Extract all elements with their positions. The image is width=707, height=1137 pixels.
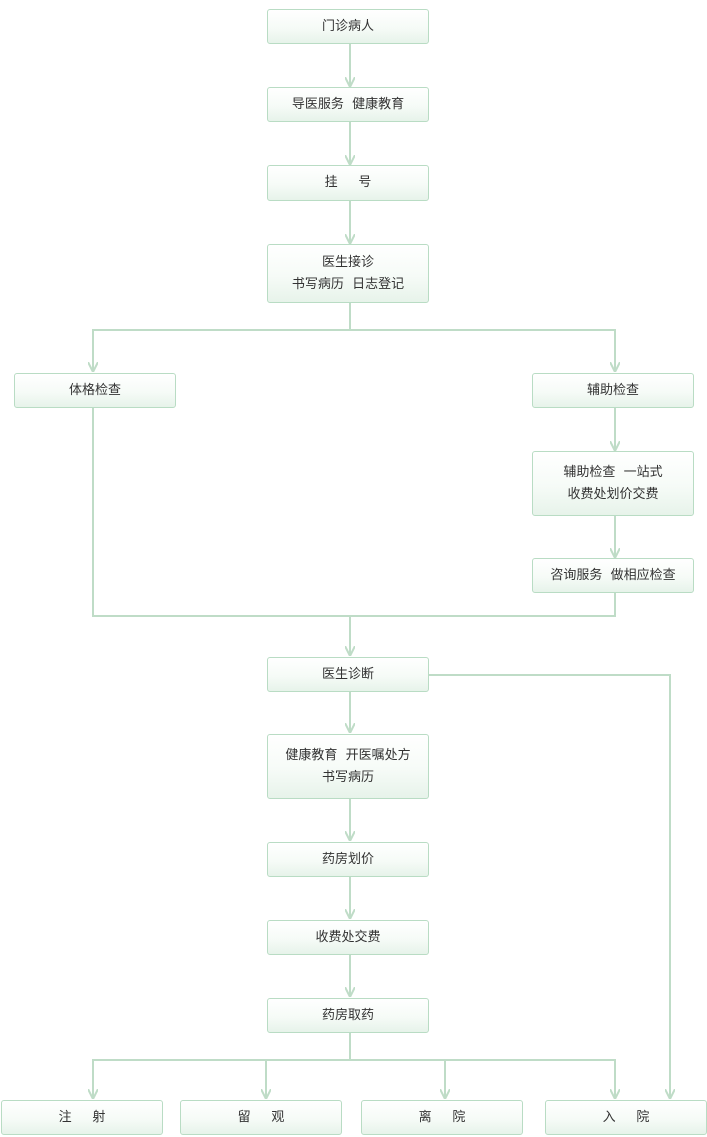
connector-diagnosis-admission: [429, 674, 670, 1097]
node-consult-service-label: 咨询服务 做相应检查: [550, 567, 676, 583]
connector-pickup-discharge-right: [350, 1059, 445, 1097]
connector-physical-merge: [92, 408, 616, 617]
node-discharge-label: 离 院: [418, 1109, 466, 1125]
node-outpatient-label: 门诊病人: [321, 18, 374, 34]
node-guide-service: 导医服务 健康教育: [267, 87, 429, 122]
node-aux-one-stop-line1: 辅助检查 一站式: [563, 464, 663, 480]
node-prescribe: 健康教育 开医嘱处方 书写病历: [267, 734, 429, 799]
node-aux-exam: 辅助检查: [532, 373, 694, 408]
node-cashier: 收费处交费: [267, 920, 429, 955]
node-doctor-visit-line2: 书写病历 日志登记: [291, 276, 405, 292]
node-prescribe-line2: 书写病历: [321, 769, 374, 785]
connector-pickup-injection: [93, 1033, 351, 1097]
node-observation-label: 留 观: [237, 1109, 285, 1125]
connector-visit-aux: [350, 329, 615, 370]
node-consult-service: 咨询服务 做相应检查: [532, 558, 694, 593]
connector-pickup-admission: [445, 1059, 615, 1097]
node-observation: 留 观: [180, 1100, 342, 1135]
node-admission-label: 入 院: [602, 1109, 650, 1125]
node-physical-exam-label: 体格检查: [68, 382, 121, 398]
node-prescribe-line1: 健康教育 开医嘱处方: [285, 747, 411, 763]
node-registration-label: 挂 号: [324, 175, 372, 190]
node-outpatient: 门诊病人: [267, 9, 429, 44]
node-pharmacy-pricing-label: 药房划价: [321, 851, 374, 867]
node-aux-one-stop: 辅助检查 一站式 收费处划价交费: [532, 451, 694, 516]
node-diagnosis: 医生诊断: [267, 657, 429, 692]
node-cashier-label: 收费处交费: [315, 929, 381, 945]
node-registration: 挂 号: [267, 165, 429, 201]
node-discharge: 离 院: [361, 1100, 523, 1135]
node-diagnosis-label: 医生诊断: [321, 666, 374, 682]
node-pharmacy-pricing: 药房划价: [267, 842, 429, 877]
node-aux-exam-label: 辅助检查: [586, 382, 639, 398]
node-doctor-visit-line1: 医生接诊: [321, 254, 374, 270]
node-doctor-visit: 医生接诊 书写病历 日志登记: [267, 244, 429, 303]
node-pharmacy-pickup: 药房取药: [267, 998, 429, 1033]
node-injection: 注 射: [1, 1100, 163, 1135]
node-aux-one-stop-line2: 收费处划价交费: [567, 486, 659, 502]
node-guide-service-label: 导医服务 健康教育: [291, 96, 405, 112]
node-physical-exam: 体格检查: [14, 373, 176, 408]
connector-visit-physical: [93, 303, 351, 370]
node-pharmacy-pickup-label: 药房取药: [321, 1007, 374, 1023]
node-admission: 入 院: [545, 1100, 707, 1135]
node-injection-label: 注 射: [58, 1109, 106, 1125]
